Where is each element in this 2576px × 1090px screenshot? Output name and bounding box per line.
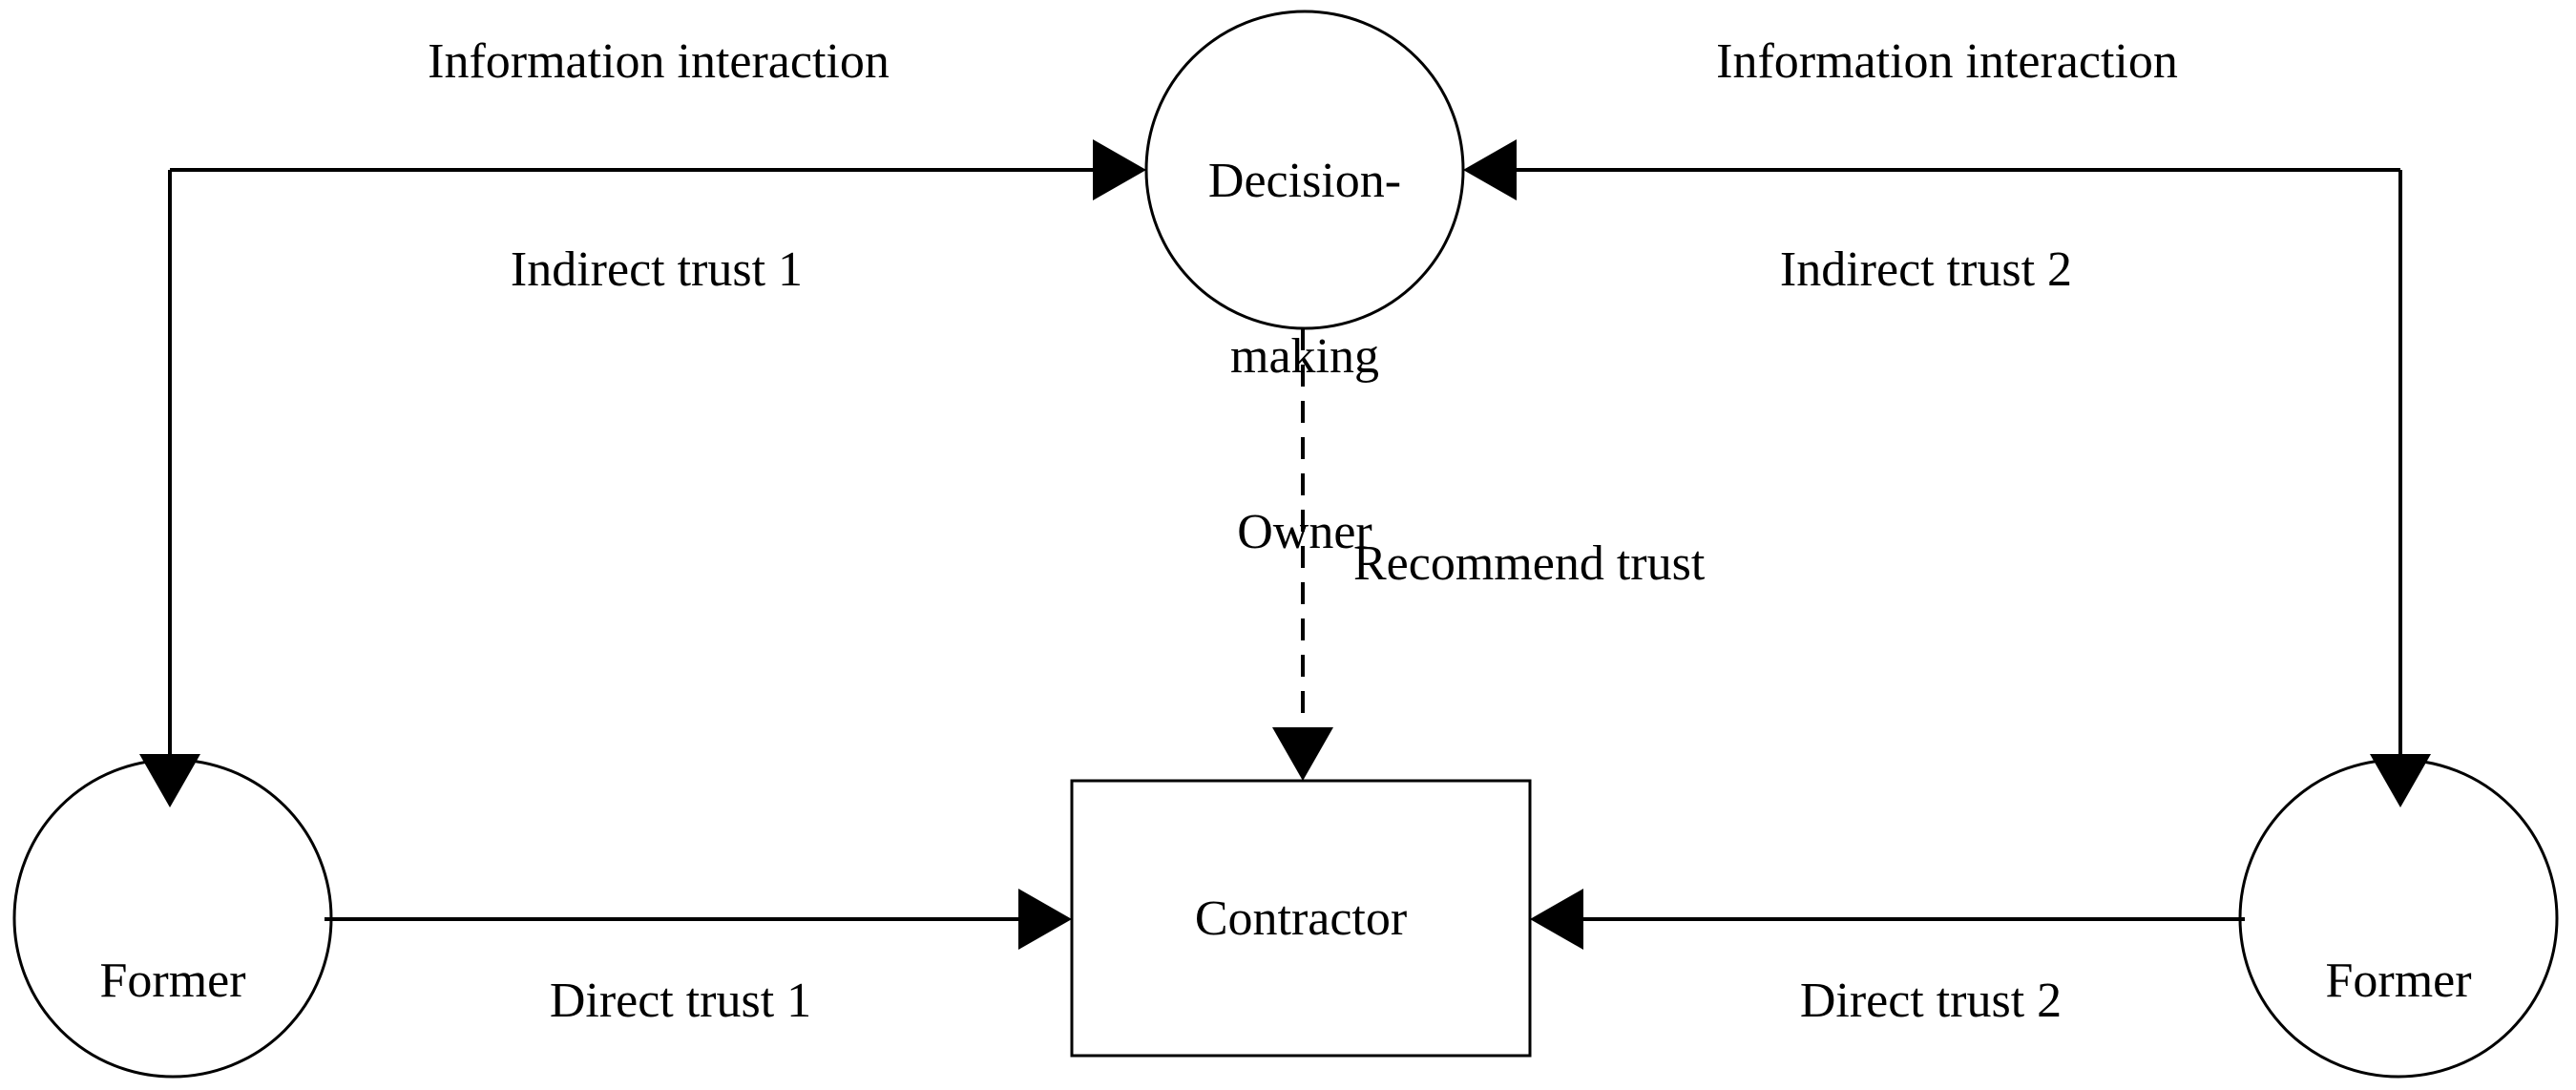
node-former-owner-1[interactable] bbox=[12, 758, 333, 1079]
arrowhead-to-contractor-left bbox=[1018, 889, 1072, 950]
arrowhead-to-decision-making-owner-left bbox=[1093, 139, 1146, 200]
arrowhead-to-former-owner-1 bbox=[139, 754, 200, 807]
arrowhead-to-decision-making-owner-right bbox=[1463, 139, 1517, 200]
node-contractor[interactable] bbox=[1070, 779, 1532, 1058]
arrowhead-to-contractor-right bbox=[1530, 889, 1583, 950]
arrowhead-to-contractor-top bbox=[1272, 727, 1333, 781]
node-former-owner-2[interactable] bbox=[2238, 758, 2559, 1079]
node-decision-making-owner[interactable] bbox=[1144, 10, 1465, 330]
arrowhead-to-former-owner-2 bbox=[2370, 754, 2431, 807]
